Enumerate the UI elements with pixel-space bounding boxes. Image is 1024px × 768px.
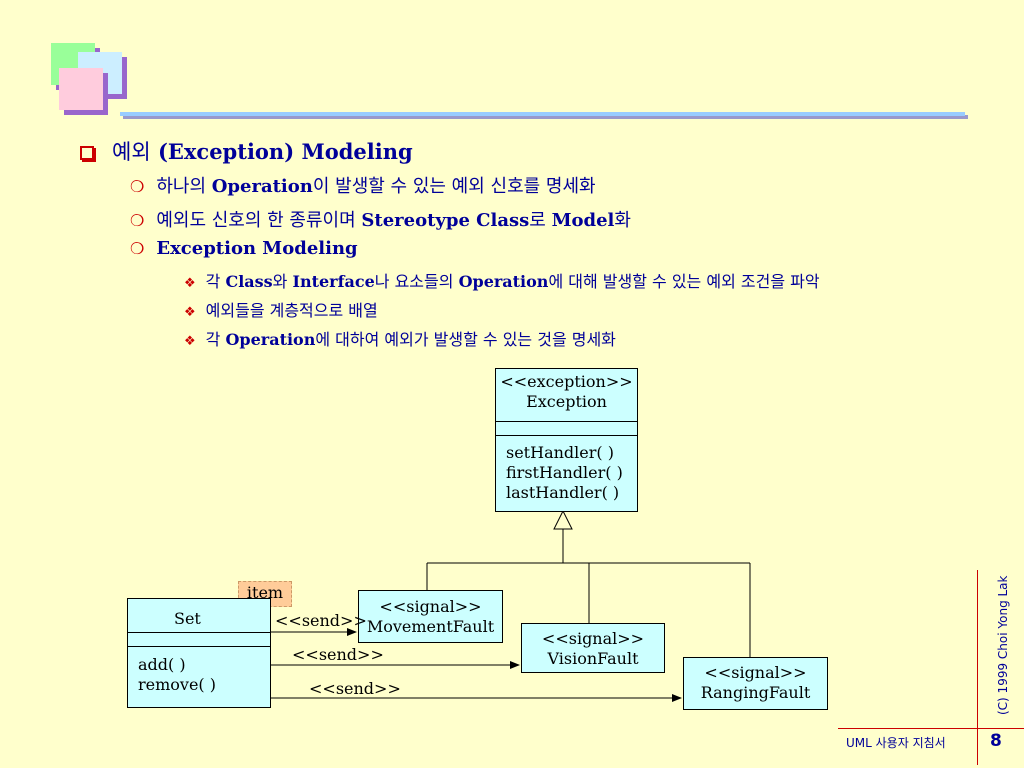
bullet-text: Exception Modeling — [156, 238, 358, 259]
bullet-text: 로 — [529, 210, 552, 231]
set-name: Set — [174, 609, 201, 628]
logo-square-pink — [59, 68, 103, 110]
operation-item: firstHandler( ) — [506, 463, 623, 482]
bullet-text: 이 발생할 수 있는 예외 신호를 명세화 — [312, 176, 596, 197]
signal-stereotype: <<signal>> — [704, 663, 807, 682]
bullet-item: ❍ Exception Modeling — [130, 238, 358, 259]
sub-bullet-text: Operation — [458, 272, 549, 291]
copyright-text: (C) 1999 Choi Yong Lak — [996, 575, 1010, 716]
sub-bullet-text: 에 대해 발생할 수 있는 예외 조건을 파악 — [548, 272, 820, 291]
sub-bullet-text: Class — [225, 272, 273, 291]
send-label: <<send>> — [292, 645, 384, 664]
set-operations-compartment: add( ) remove( ) — [128, 647, 270, 695]
page-number: 8 — [990, 731, 1002, 751]
heading-korean: 예외 — [112, 140, 151, 164]
sub-bullet-text: 에 대하여 예외가 발생할 수 있는 것을 명세화 — [315, 330, 616, 349]
heading-english: (Exception) Modeling — [150, 139, 413, 164]
bullet-text: Operation — [211, 176, 313, 197]
exception-name: Exception — [526, 392, 607, 411]
operation-item: add( ) — [138, 655, 186, 674]
bullet-text: Model — [551, 210, 615, 231]
signal-rangingfault[interactable]: <<signal>> RangingFault — [683, 657, 828, 710]
bullet-text: 예외도 신호의 한 종류이며 — [156, 210, 362, 231]
sub-bullet-item: ❖ 각 Operation에 대하여 예외가 발생할 수 있는 것을 명세화 — [184, 326, 616, 350]
exception-stereotype: <<exception>> — [500, 372, 633, 391]
signal-stereotype: <<signal>> — [379, 597, 482, 616]
circle-bullet-icon: ❍ — [130, 239, 145, 258]
operation-item: remove( ) — [138, 675, 216, 694]
operation-item: setHandler( ) — [506, 443, 614, 462]
signal-visionfault[interactable]: <<signal>> VisionFault — [521, 623, 665, 673]
sub-bullet-text: Operation — [225, 330, 316, 349]
diamond-bullet-icon: ❖ — [184, 334, 196, 349]
exception-class[interactable]: <<exception>> Exception setHandler( ) fi… — [495, 368, 638, 512]
signal-stereotype: <<signal>> — [541, 629, 645, 648]
footer-rule — [838, 728, 1024, 729]
send-label: <<send>> — [275, 611, 367, 630]
diamond-bullet-icon: ❖ — [184, 305, 196, 320]
sub-bullet-text: 와 — [272, 272, 293, 291]
circle-bullet-icon: ❍ — [130, 211, 145, 230]
signal-movementfault[interactable]: <<signal>> MovementFault — [358, 590, 503, 643]
bullet-text: Stereotype Class — [361, 210, 530, 231]
bullet-item: ❍ 예외도 신호의 한 종류이며 Stereotype Class로 Model화 — [130, 206, 631, 232]
circle-bullet-icon: ❍ — [130, 177, 145, 196]
sub-bullet-text: 나 요소들의 — [374, 272, 459, 291]
signal-name: RangingFault — [700, 683, 811, 702]
signal-name: MovementFault — [366, 617, 495, 636]
sub-bullet-text: 예외들을 계층적으로 배열 — [205, 301, 378, 320]
checkbox-bullet-icon — [80, 146, 94, 160]
bullet-item: ❍ 하나의 Operation이 발생할 수 있는 예외 신호를 명세화 — [130, 172, 596, 198]
sub-bullet-text: Interface — [292, 272, 375, 291]
exception-class-name-compartment: <<exception>> Exception — [496, 369, 637, 422]
title-rule — [120, 112, 965, 116]
signal-name: VisionFault — [547, 649, 639, 668]
sub-bullet-item: ❖ 각 Class와 Interface나 요소들의 Operation에 대해 … — [184, 268, 820, 292]
set-class-name-compartment: Set — [128, 599, 270, 633]
operation-item: lastHandler( ) — [506, 483, 620, 502]
set-attribute-compartment — [128, 633, 270, 647]
generalization-triangle-icon — [553, 509, 573, 530]
send-label: <<send>> — [309, 679, 401, 698]
exception-operations-compartment: setHandler( ) firstHandler( ) lastHandle… — [496, 436, 637, 503]
sub-bullet-text: 각 — [205, 272, 226, 291]
footer-label: UML 사용자 지침서 — [846, 736, 946, 750]
slide-heading: 예외 (Exception) Modeling — [80, 136, 413, 166]
copyright-divider — [977, 570, 978, 765]
sub-bullet-text: 각 — [205, 330, 226, 349]
bullet-text: 하나의 — [156, 176, 212, 197]
sub-bullet-item: ❖ 예외들을 계층적으로 배열 — [184, 297, 378, 321]
bullet-text: 화 — [614, 210, 631, 231]
exception-attribute-compartment — [496, 422, 637, 436]
set-class[interactable]: Set add( ) remove( ) — [127, 598, 271, 708]
diamond-bullet-icon: ❖ — [184, 276, 196, 291]
